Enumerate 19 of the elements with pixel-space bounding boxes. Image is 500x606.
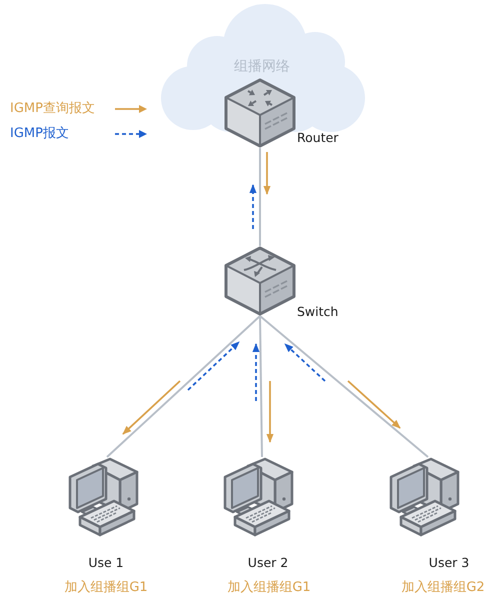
computer-icon — [388, 457, 460, 537]
device-label: Router — [297, 130, 338, 146]
switch-icon — [224, 246, 296, 316]
router-icon — [224, 78, 296, 148]
group-label: 加入组播组G2 — [401, 580, 485, 596]
computer-icon — [67, 457, 139, 537]
legend-label: IGMP报文 — [10, 126, 69, 142]
link-line — [259, 148, 261, 246]
device-label: Switch — [297, 304, 338, 320]
link-line — [106, 315, 261, 458]
link-line — [259, 315, 429, 458]
group-label: 加入组播组G1 — [227, 580, 311, 596]
group-label: 加入组播组G1 — [64, 580, 148, 596]
device-label: User 2 — [248, 555, 288, 571]
computer-icon — [222, 457, 294, 537]
device-label: Use 1 — [88, 555, 124, 571]
legend-label: IGMP查询报文 — [10, 100, 95, 118]
link-line — [259, 316, 263, 458]
device-label: User 3 — [428, 555, 470, 571]
